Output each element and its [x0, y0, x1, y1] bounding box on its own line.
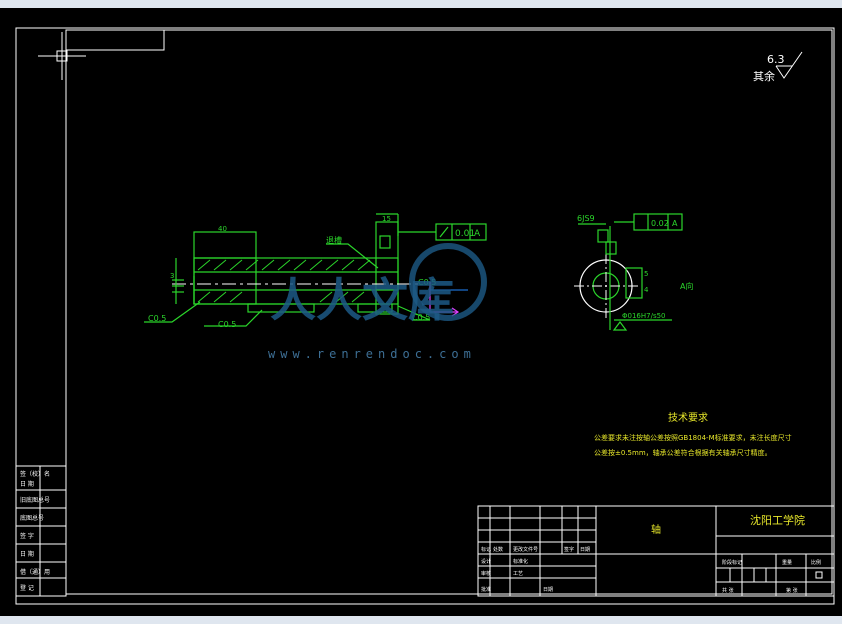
corner-box: [65, 29, 165, 51]
svg-text:A向: A向: [680, 281, 693, 291]
svg-text:C0.5: C0.5: [148, 314, 166, 323]
section-view: 6JS9 0.02 A 5 4 A向 Φ016H7/s50: [574, 213, 693, 331]
svg-text:标准化: 标准化: [513, 558, 528, 565]
svg-text:40: 40: [218, 225, 227, 233]
svg-text:沈阳工学院: 沈阳工学院: [750, 513, 805, 527]
cad-viewport[interactable]: [0, 8, 842, 616]
svg-text:其余: 其余: [753, 69, 775, 83]
svg-text:A: A: [474, 229, 481, 239]
svg-text:轴: 轴: [651, 523, 661, 536]
sheet-frame: [15, 27, 835, 605]
svg-text:公差要求未注按轴公差按照GB1804-M标准要求，未注长度尺: 公差要求未注按轴公差按照GB1804-M标准要求，未注长度尺寸: [594, 433, 792, 442]
roughness-symbol: 6.3 其余: [753, 51, 803, 83]
svg-text:A: A: [672, 219, 678, 228]
svg-text:日 期: 日 期: [20, 550, 34, 558]
side-stamp-block: 签（校）名 日 期 旧底图总号 底图总号 签 字 日 期 借（通）用 登 记: [15, 465, 67, 597]
svg-text:第 张: 第 张: [786, 587, 798, 594]
tech-requirements: 技术要求 公差要求未注按轴公差按照GB1804-M标准要求，未注长度尺寸 公差按…: [594, 411, 792, 457]
svg-text:日期: 日期: [543, 587, 553, 593]
svg-text:0.01: 0.01: [455, 229, 475, 239]
svg-text:签（校）名: 签（校）名: [20, 470, 50, 478]
svg-text:标记: 标记: [481, 546, 491, 553]
svg-text:C0.5: C0.5: [412, 313, 430, 322]
svg-text:旧底图总号: 旧底图总号: [20, 496, 50, 504]
svg-text:重量: 重量: [782, 559, 792, 566]
svg-text:比例: 比例: [811, 559, 821, 566]
top-strip: [0, 0, 842, 8]
svg-text:6JS9: 6JS9: [577, 214, 595, 223]
svg-text:底图总号: 底图总号: [20, 514, 44, 522]
svg-text:登 记: 登 记: [20, 584, 34, 592]
svg-text:www.renrendoc.com: www.renrendoc.com: [268, 347, 476, 361]
svg-text:更改文件号: 更改文件号: [513, 546, 538, 553]
title-block: 轴 沈阳工学院 标记 处数 更改文件号 签字 日期 设计 标准化 审核 工艺 批…: [477, 505, 835, 597]
svg-text:日期: 日期: [580, 547, 590, 553]
svg-text:4: 4: [644, 286, 649, 294]
bottom-strip: [0, 616, 842, 624]
svg-text:工艺: 工艺: [513, 571, 523, 577]
svg-text:设计: 设计: [481, 558, 491, 565]
svg-text:C0.5: C0.5: [418, 278, 436, 287]
svg-text:6.3: 6.3: [767, 53, 785, 66]
svg-text:5: 5: [644, 270, 648, 278]
svg-text:处数: 处数: [493, 546, 503, 553]
svg-text:3: 3: [170, 272, 174, 280]
svg-text:借（通）用: 借（通）用: [20, 568, 50, 576]
svg-text:公差按±0.5mm，轴承公差符合根据有关轴承尺寸精度。: 公差按±0.5mm，轴承公差符合根据有关轴承尺寸精度。: [594, 448, 772, 457]
inner-border: [65, 29, 833, 595]
svg-text:签字: 签字: [564, 546, 574, 553]
svg-text:15: 15: [382, 215, 391, 223]
svg-text:日 期: 日 期: [20, 480, 34, 488]
svg-text:签 字: 签 字: [20, 532, 34, 540]
crosshair-cursor: [38, 32, 86, 80]
watermark: 人人文库 www.renrendoc.com: [268, 243, 487, 361]
svg-text:Φ016H7/s50: Φ016H7/s50: [622, 312, 666, 320]
svg-text:审核: 审核: [481, 570, 491, 577]
shaft-view: 40 15 3 退槽 C0.5 C0.5 C0.5 C0.5 0.01 A: [144, 213, 487, 329]
svg-text:阶段标记: 阶段标记: [722, 559, 742, 566]
svg-text:共 张: 共 张: [722, 587, 734, 594]
svg-text:技术要求: 技术要求: [668, 411, 708, 424]
svg-text:批准: 批准: [481, 586, 491, 593]
svg-text:C0.5: C0.5: [218, 320, 236, 329]
svg-text:退槽: 退槽: [326, 235, 342, 245]
svg-text:人人文库: 人人文库: [270, 273, 454, 327]
svg-text:0.02: 0.02: [651, 219, 669, 228]
